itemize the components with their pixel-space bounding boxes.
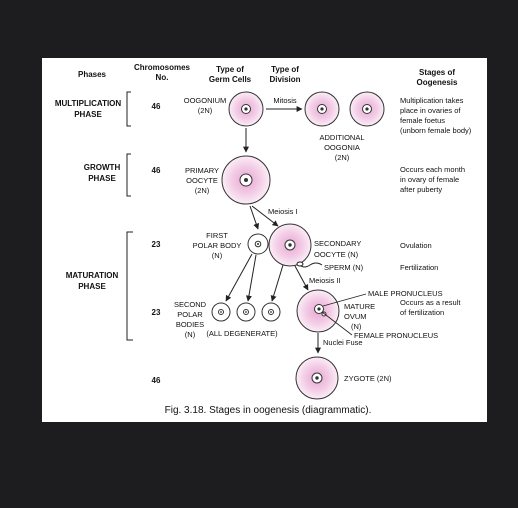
cell-second-polar-body-1 [211, 302, 231, 322]
phase-growth-1: GROWTH [84, 163, 121, 172]
stage-fertilization: Fertilization [400, 263, 438, 272]
label-nuclei-fuse: Nuclei Fuse [323, 338, 363, 347]
stage-result-1: Occurs as a result [400, 298, 461, 307]
label-additional-oogonia-3: (2N) [335, 153, 350, 162]
chromosome-count-zygote: 46 [152, 376, 161, 385]
stage-growth-3: after puberty [400, 185, 442, 194]
header-division-2: Division [269, 75, 300, 84]
label-male-pronucleus: MALE PRONUCLEUS [368, 289, 443, 298]
chromosome-count-primary-oocyte: 46 [152, 166, 161, 175]
label-second-polar-bodies-3: BODIES [176, 320, 204, 329]
header-stages-1: Stages of [419, 68, 455, 77]
chromosome-count-secondary: 23 [152, 240, 161, 249]
pointer-female-pronucleus [321, 311, 353, 336]
label-first-polar-body-3: (N) [212, 251, 223, 260]
phase-multiplication-1: MULTIPLICATION [55, 99, 122, 108]
label-additional-oogonia-2: OOGONIA [324, 143, 360, 152]
bracket-maturation [126, 231, 133, 341]
label-zygote: ZYGOTE (2N) [344, 374, 392, 383]
cell-first-polar-body [247, 233, 269, 255]
label-meiosis-1: Meiosis I [268, 207, 298, 216]
header-germ-cells-1: Type of [216, 65, 244, 74]
header-chromosomes-1: Chromosomes [134, 63, 191, 72]
cell-primary-oocyte [221, 155, 271, 205]
label-all-degenerate: (ALL DEGENERATE) [206, 329, 278, 338]
cell-second-polar-body-2 [236, 302, 256, 322]
arrow-meiosis1-polar [249, 205, 260, 230]
phase-maturation-2: PHASE [78, 282, 106, 291]
label-second-polar-bodies-1: SECOND [174, 300, 207, 309]
label-primary-oocyte-3: (2N) [195, 186, 210, 195]
chromosome-count-ovum: 23 [152, 308, 161, 317]
label-first-polar-body-2: POLAR BODY [193, 241, 242, 250]
header-germ-cells-2: Germ Cells [209, 75, 252, 84]
stage-multiplication-1: Multiplication takes [400, 96, 464, 105]
cell-secondary-oocyte [268, 223, 312, 267]
arrow-polar-to-second-1 [225, 253, 253, 302]
arrow-meiosis1-secondary [251, 205, 279, 227]
arrow-polar-to-second-2 [245, 254, 257, 302]
label-second-polar-bodies-4: (N) [185, 330, 196, 339]
stage-growth-2: in ovary of female [400, 175, 459, 184]
label-female-pronucleus: FEMALE PRONUCLEUS [354, 331, 438, 340]
bracket-growth [126, 153, 131, 197]
phase-maturation-1: MATURATION [66, 271, 119, 280]
label-meiosis-2: Meiosis II [309, 276, 341, 285]
label-mature-ovum-1: MATURE [344, 302, 375, 311]
phase-multiplication-2: PHASE [74, 110, 102, 119]
phase-growth-2: PHASE [88, 174, 116, 183]
cell-second-polar-body-3 [261, 302, 281, 322]
header-division-1: Type of [271, 65, 299, 74]
label-second-polar-bodies-2: POLAR [177, 310, 203, 319]
stage-multiplication-4: (unborn female body) [400, 126, 472, 135]
bracket-multiplication [126, 91, 131, 127]
label-oogonium-2: (2N) [198, 106, 213, 115]
sperm-icon [296, 261, 323, 268]
arrow-secondary-to-ovum [294, 265, 309, 291]
header-phases: Phases [78, 70, 107, 79]
cell-oogonium [228, 91, 264, 127]
label-sperm: SPERM (N) [324, 263, 364, 272]
label-secondary-oocyte-2: OOCYTE (N) [314, 250, 359, 259]
stage-ovulation: Ovulation [400, 241, 432, 250]
cell-mature-ovum [296, 289, 340, 333]
label-primary-oocyte-1: PRIMARY [185, 166, 219, 175]
stage-multiplication-2: place in ovaries of [400, 106, 461, 115]
figure-caption: Fig. 3.18. Stages in oogenesis (diagramm… [165, 405, 372, 416]
arrow-secondary-to-polar [270, 264, 284, 302]
pointer-male-pronucleus [322, 293, 367, 307]
stage-result-2: of fertilization [400, 308, 444, 317]
stage-growth-1: Occurs each month [400, 165, 465, 174]
label-mature-ovum-2: OVUM [344, 312, 367, 321]
label-oogonium-1: OOGONIUM [184, 96, 227, 105]
label-secondary-oocyte-1: SECONDARY [314, 239, 361, 248]
label-additional-oogonia-1: ADDITIONAL [319, 133, 364, 142]
label-primary-oocyte-2: OOCYTE [186, 176, 218, 185]
label-mitosis: Mitosis [273, 96, 297, 105]
label-mature-ovum-3: (N) [351, 322, 362, 331]
label-first-polar-body-1: FIRST [206, 231, 228, 240]
header-chromosomes-2: No. [156, 73, 169, 82]
cell-additional-oogonium-1 [304, 91, 340, 127]
chromosome-count-oogonium: 46 [152, 102, 161, 111]
stage-multiplication-3: female foetus [400, 116, 445, 125]
header-stages-2: Oogenesis [417, 78, 458, 87]
cell-zygote [295, 356, 339, 400]
cell-additional-oogonium-2 [349, 91, 385, 127]
